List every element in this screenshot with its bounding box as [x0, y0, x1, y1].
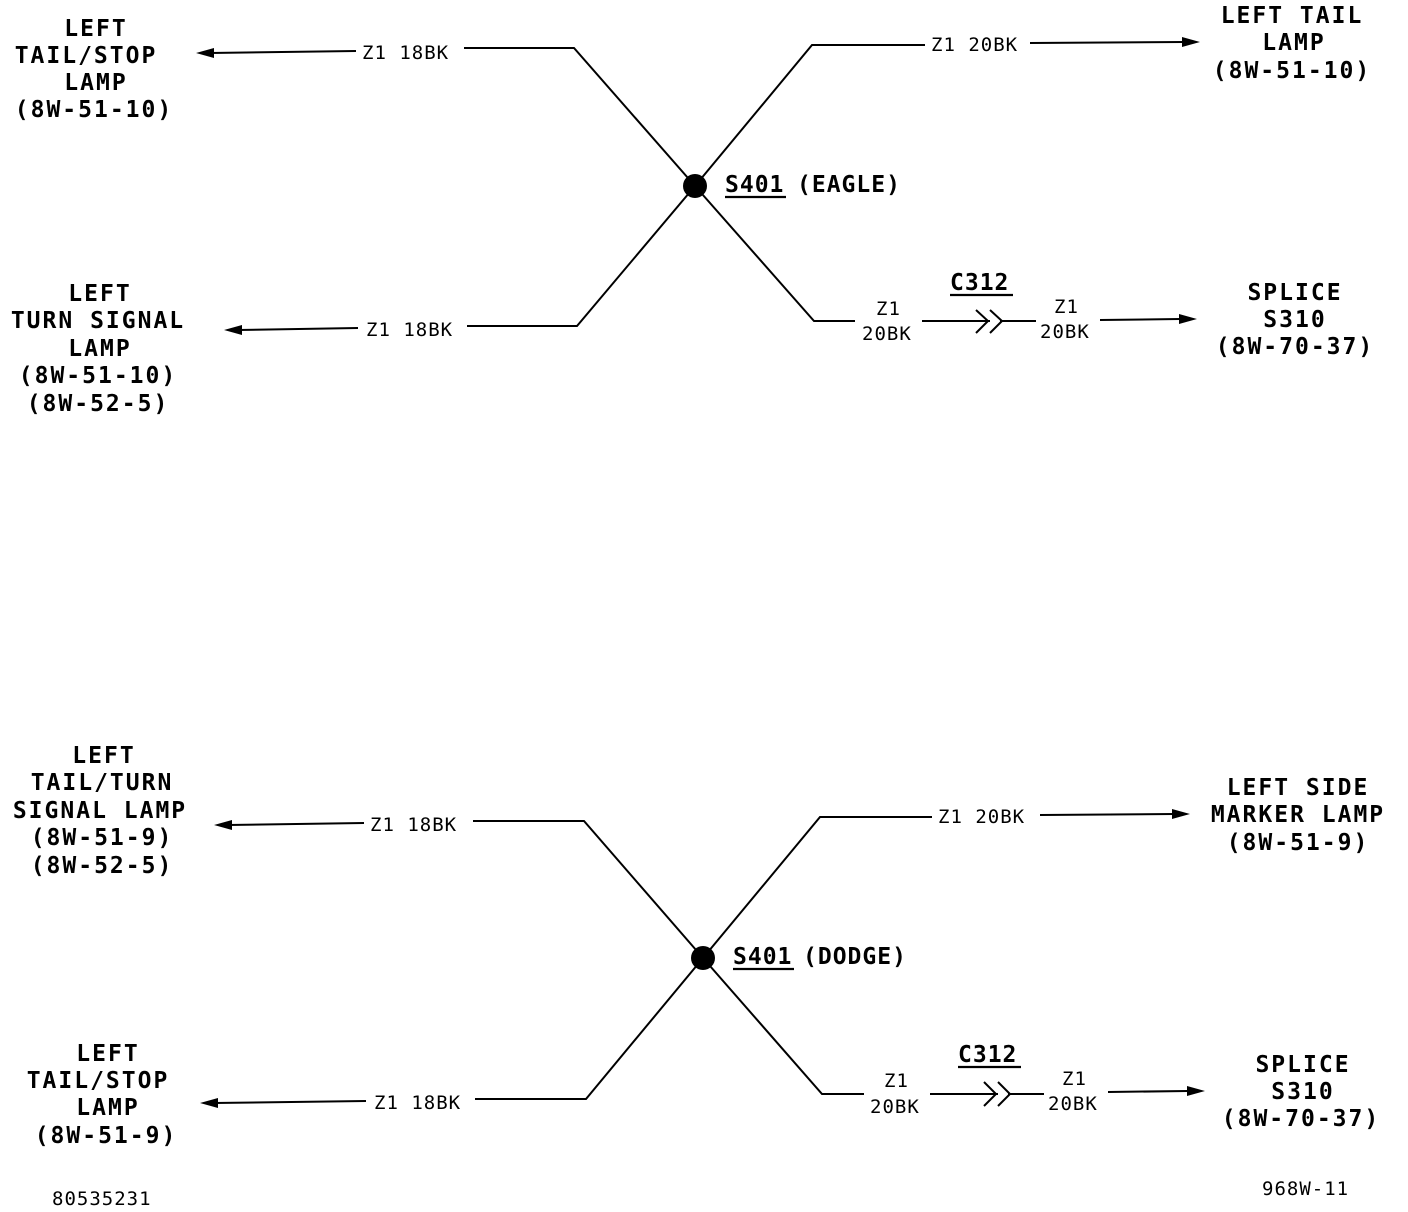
label-line: (8W-51-9)	[31, 825, 174, 851]
label-line: TAIL/STOP	[15, 43, 158, 69]
top-splice-variant: (EAGLE)	[797, 172, 901, 198]
bottom-left-upper-wire-label: Z1 18BK	[370, 814, 457, 836]
label-line: (8W-52-5)	[31, 853, 174, 879]
label-line: LEFT	[72, 743, 135, 769]
label-line: LEFT	[76, 1041, 139, 1067]
bottom-left-lower-wire: Z1 18BK	[200, 957, 704, 1114]
label-line: TURN SIGNAL	[11, 308, 185, 334]
top-splice-dot	[683, 174, 707, 198]
bottom-splice: S401 (DODGE)	[691, 944, 907, 971]
label-line: (8W-51-10)	[1213, 58, 1371, 84]
bottom-wire-in-gauge: 20BK	[870, 1096, 920, 1118]
top-splice-id: S401	[725, 172, 784, 198]
top-left-lower-wire: Z1 18BK	[224, 185, 696, 341]
footer-right-code: 968W-11	[1262, 1178, 1349, 1200]
label-line: LAMP	[68, 336, 131, 362]
top-left-lower-component: LEFT TURN SIGNAL LAMP (8W-51-10) (8W-52-…	[11, 281, 185, 417]
top-splice: S401 (EAGLE)	[683, 172, 901, 199]
label-line: (8W-51-10)	[15, 97, 173, 123]
label-line: TAIL/TURN	[31, 770, 174, 796]
label-line: LEFT TAIL	[1221, 3, 1364, 29]
label-line: LEFT SIDE	[1227, 775, 1370, 801]
bottom-right-upper-component: LEFT SIDE MARKER LAMP (8W-51-9)	[1211, 775, 1385, 856]
label-line: LEFT	[64, 16, 127, 42]
label-line: (8W-51-10)	[19, 363, 177, 389]
label-line: (8W-70-37)	[1222, 1106, 1380, 1132]
top-wire-out-z1: Z1	[1054, 296, 1079, 318]
label-line: LEFT	[68, 281, 131, 307]
bottom-left-lower-wire-label: Z1 18BK	[374, 1092, 461, 1114]
label-line: TAIL/STOP	[27, 1068, 170, 1094]
bottom-splice-variant: (DODGE)	[803, 944, 907, 970]
top-left-lower-wire-label: Z1 18BK	[366, 319, 453, 341]
bottom-left-upper-wire: Z1 18BK	[214, 814, 704, 959]
bottom-splice-id: S401	[733, 944, 792, 970]
bottom-splice-dot	[691, 946, 715, 970]
label-line: (8W-70-37)	[1216, 334, 1374, 360]
label-line: S310	[1271, 1079, 1334, 1105]
top-right-upper-wire-label: Z1 20BK	[931, 34, 1018, 56]
top-wire-in-gauge: 20BK	[862, 323, 912, 345]
label-line: LAMP	[1262, 30, 1325, 56]
label-line: (8W-51-9)	[1227, 830, 1370, 856]
bottom-right-lower-wire: Z1 20BK Z1 20BK C312	[702, 957, 1205, 1118]
bottom-right-upper-wire-label: Z1 20BK	[938, 806, 1025, 828]
label-line: SPLICE	[1247, 280, 1342, 306]
top-wire-in-z1: Z1	[876, 298, 901, 320]
top-right-upper-component: LEFT TAIL LAMP (8W-51-10)	[1213, 3, 1371, 84]
bottom-right-lower-component: SPLICE S310 (8W-70-37)	[1222, 1052, 1380, 1132]
label-line: LAMP	[76, 1095, 139, 1121]
label-line: SIGNAL LAMP	[13, 798, 187, 824]
bottom-wire-out-gauge: 20BK	[1048, 1093, 1098, 1115]
top-connector-label: C312	[950, 270, 1009, 296]
bottom-wire-out-z1: Z1	[1062, 1068, 1087, 1090]
bottom-connector-label: C312	[958, 1042, 1017, 1068]
bottom-diagram: Z1 18BK Z1 18BK Z1 20BK Z1 20BK Z1	[13, 743, 1385, 1149]
top-left-upper-component: LEFT TAIL/STOP LAMP (8W-51-10)	[15, 16, 173, 123]
bottom-wire-in-z1: Z1	[884, 1070, 909, 1092]
top-right-lower-wire: Z1 20BK Z1 20BK C312	[694, 185, 1197, 345]
label-line: S310	[1263, 307, 1326, 333]
label-line: MARKER LAMP	[1211, 802, 1385, 828]
label-line: LAMP	[64, 70, 127, 96]
top-diagram: Z1 18BK Z1 18BK Z1 20BK Z1 20BK Z1	[11, 3, 1374, 417]
top-right-upper-wire: Z1 20BK	[694, 34, 1200, 187]
top-left-upper-wire: Z1 18BK	[196, 42, 696, 187]
footer-left-code: 80535231	[52, 1188, 152, 1210]
label-line: (8W-51-9)	[35, 1123, 178, 1149]
label-line: SPLICE	[1255, 1052, 1350, 1078]
bottom-left-upper-component: LEFT TAIL/TURN SIGNAL LAMP (8W-51-9) (8W…	[13, 743, 187, 879]
top-left-upper-wire-label: Z1 18BK	[362, 42, 449, 64]
top-right-lower-component: SPLICE S310 (8W-70-37)	[1216, 280, 1374, 360]
top-wire-out-gauge: 20BK	[1040, 321, 1090, 343]
bottom-left-lower-component: LEFT TAIL/STOP LAMP (8W-51-9)	[27, 1041, 178, 1149]
label-line: (8W-52-5)	[27, 391, 170, 417]
bottom-right-upper-wire: Z1 20BK	[702, 806, 1190, 959]
